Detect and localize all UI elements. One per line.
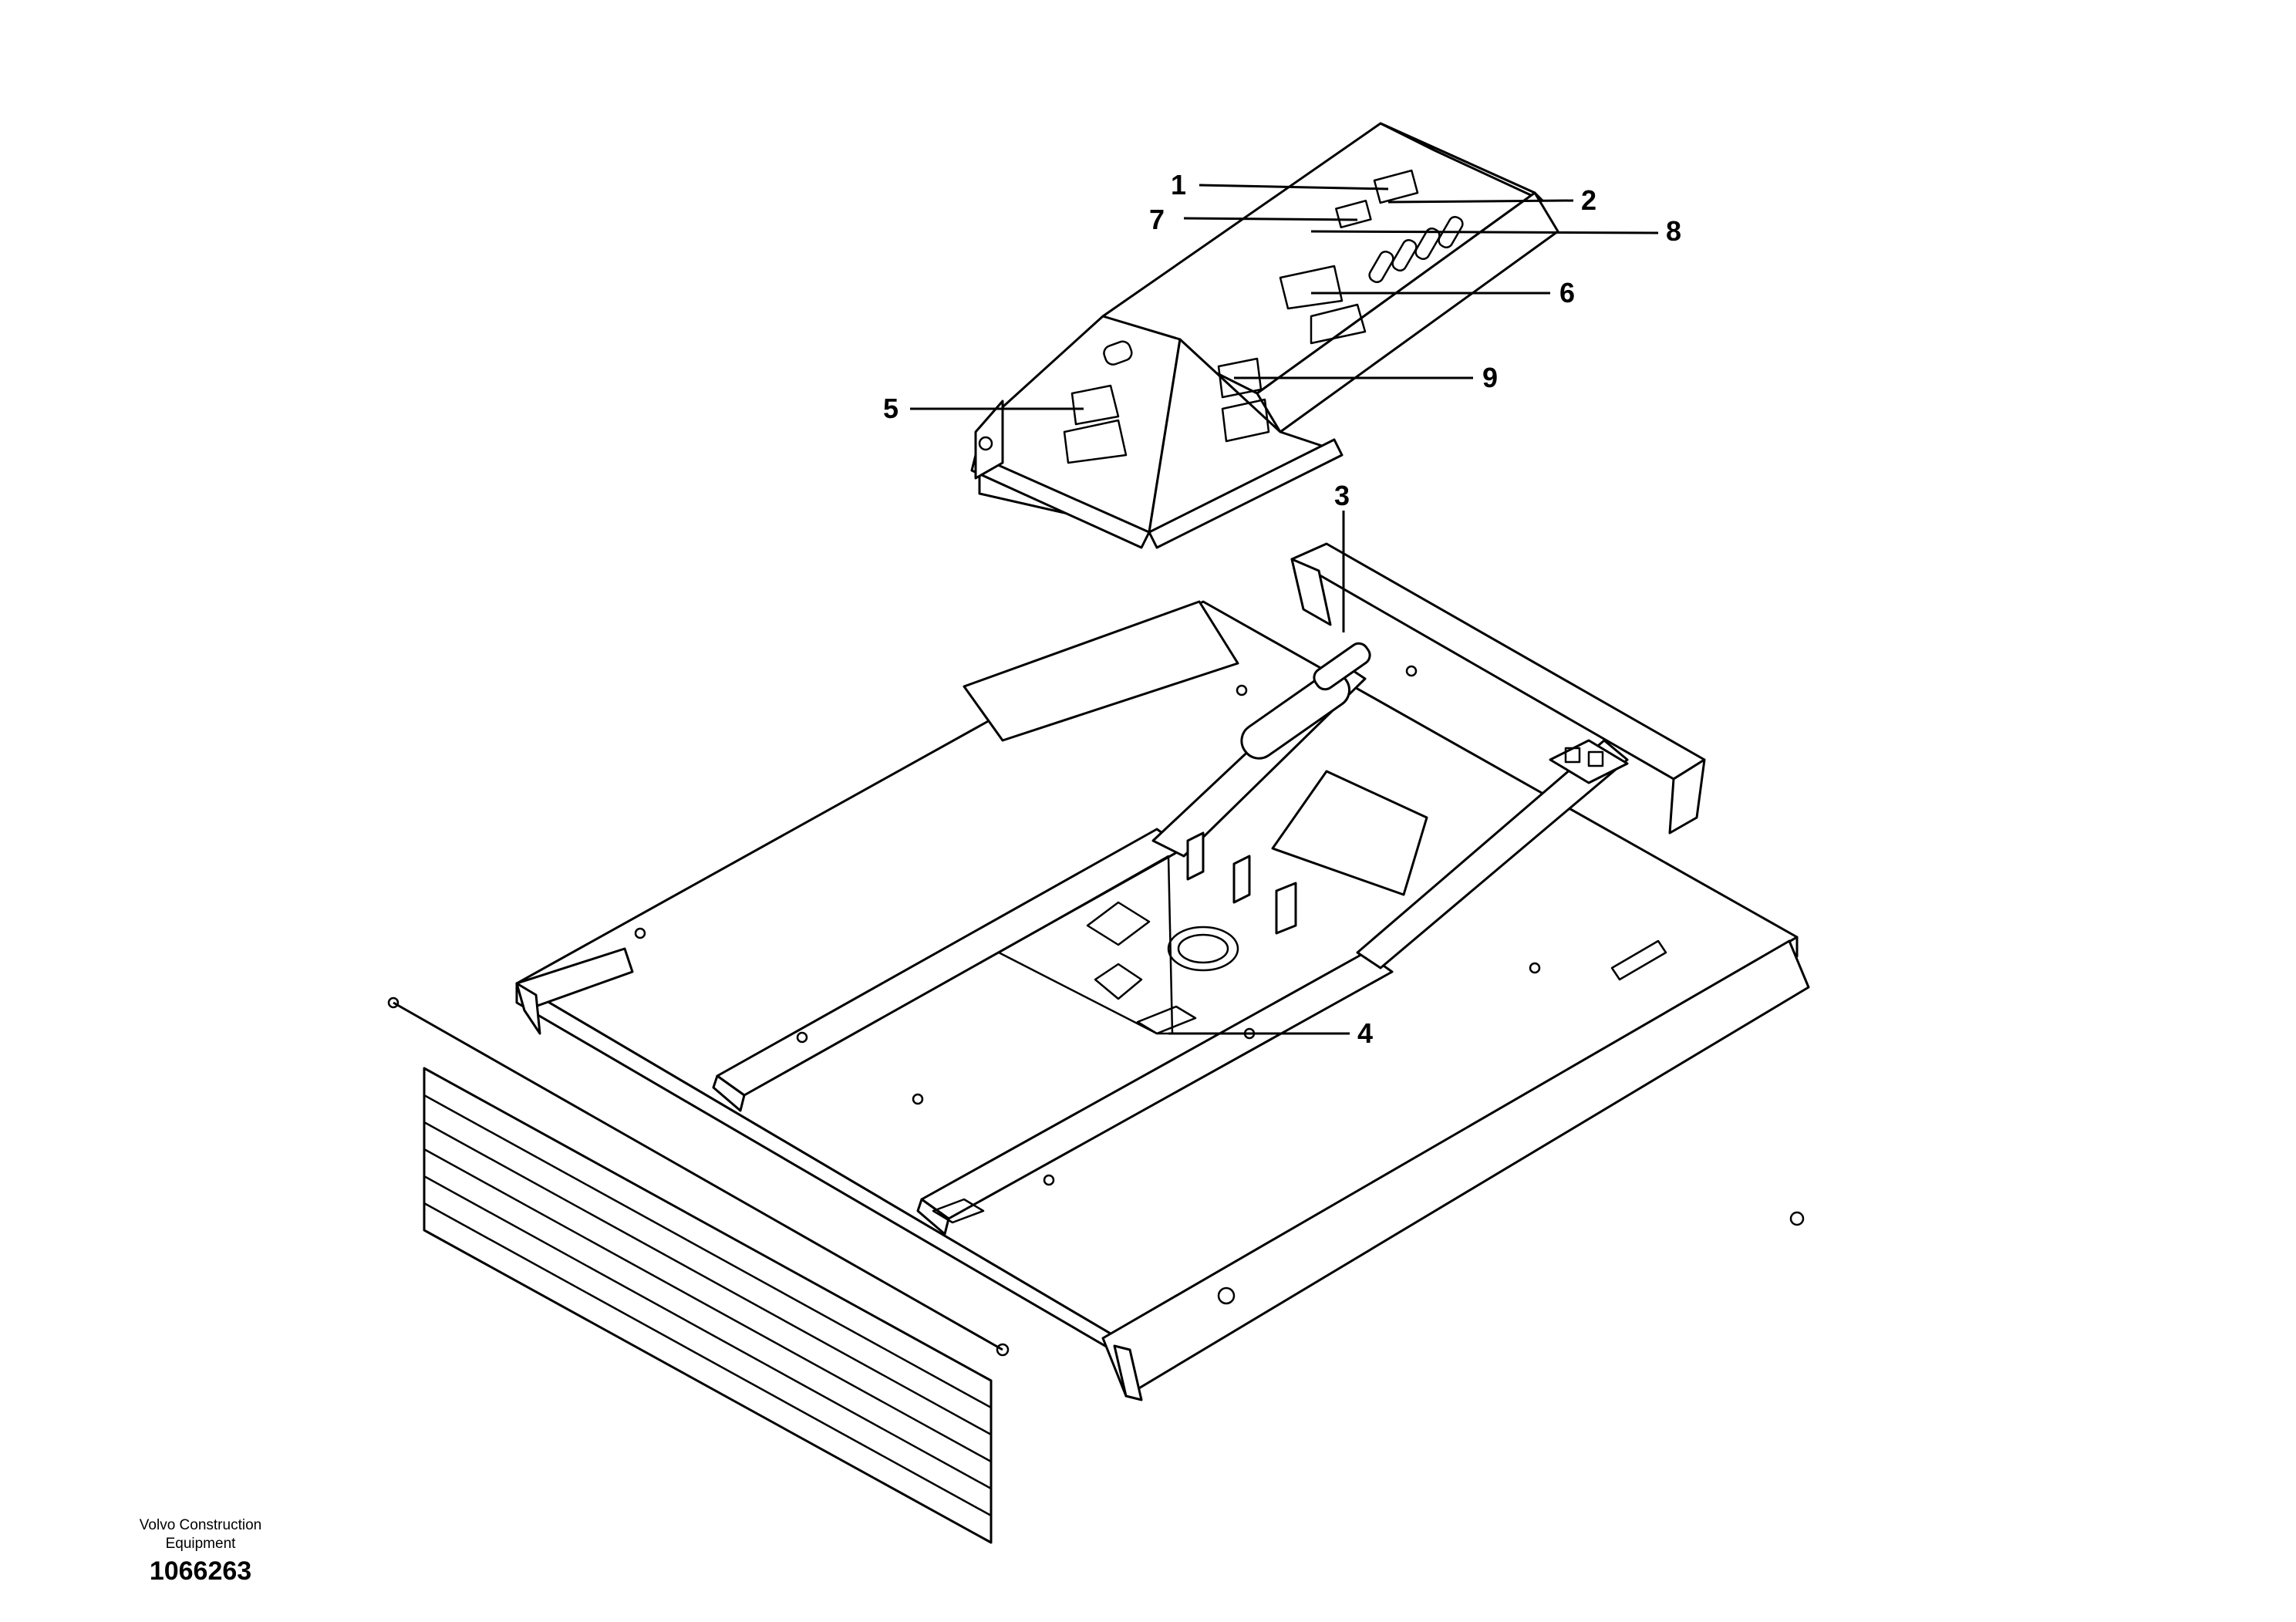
callout-2: 2: [1581, 184, 1596, 216]
drawing-number: 1066263: [149, 1556, 252, 1586]
cover-hood: [970, 122, 1559, 549]
leader-1: [1199, 184, 1389, 191]
leader-7: [1183, 217, 1358, 221]
callout-1: 1: [1171, 169, 1186, 201]
callout-6: 6: [1559, 277, 1575, 309]
callout-4: 4: [1357, 1017, 1373, 1049]
callout-7: 7: [1149, 204, 1165, 235]
callout-3: 3: [1334, 480, 1350, 511]
brand-name-line1: Volvo Construction: [139, 1517, 262, 1533]
callout-5: 5: [883, 393, 899, 424]
brand-name-line2: Equipment: [165, 1536, 236, 1552]
chain-guard: [387, 996, 1010, 1544]
callout-numbers: 1 2 7 8 6 9 5 3 4: [883, 169, 1681, 1049]
callout-8: 8: [1666, 215, 1681, 247]
callout-leaders: [910, 184, 1659, 1035]
callout-9: 9: [1482, 362, 1498, 393]
leader-8: [1310, 230, 1659, 234]
mower-deck: [515, 542, 1810, 1401]
leader-2: [1387, 199, 1574, 204]
